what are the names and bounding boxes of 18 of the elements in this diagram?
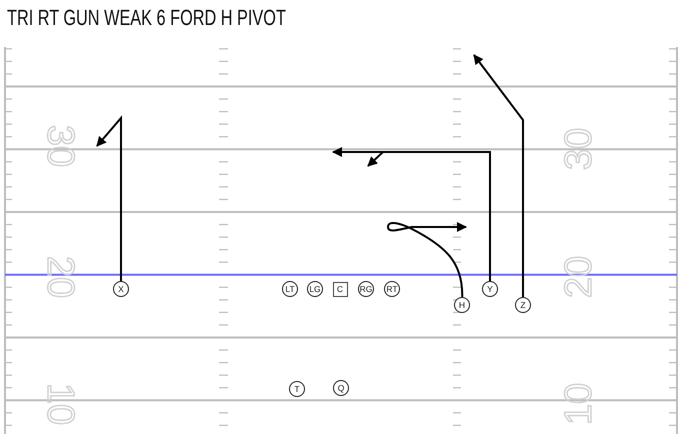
route-arrow (96, 115, 122, 281)
player-circle: LT (282, 281, 298, 297)
player-circle: H (454, 297, 470, 313)
route-arrow (473, 54, 524, 297)
center-square: C (332, 282, 348, 296)
yard-number: 20 (43, 256, 77, 298)
play-title: TRI RT GUN WEAK 6 FORD H PIVOT (7, 5, 286, 31)
player-circle: LG (307, 281, 323, 297)
player-circle: X (113, 281, 129, 297)
player-circle: Y (482, 281, 498, 297)
route-arrow (387, 222, 467, 298)
player-circle: Q (333, 380, 349, 396)
route-arrow (367, 151, 491, 281)
player-circle: Z (515, 297, 531, 313)
player-circle: RG (358, 281, 374, 297)
player-circle: T (289, 381, 305, 397)
yard-number: 20 (562, 256, 596, 298)
player-circle: RT (384, 281, 400, 297)
